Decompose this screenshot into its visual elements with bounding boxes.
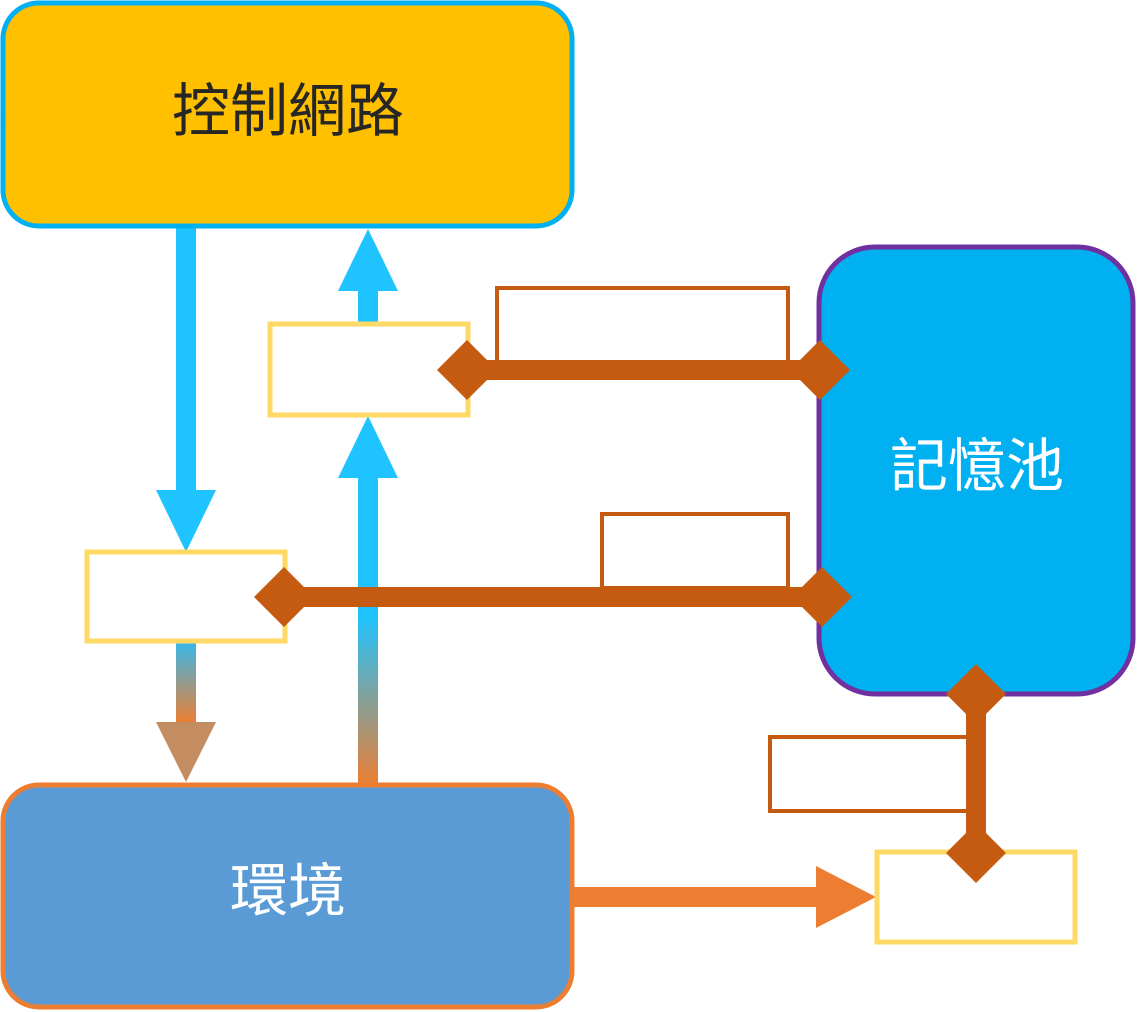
- memory-pool-label: 記憶池: [890, 432, 1064, 500]
- link-label-box-middle: [600, 512, 790, 590]
- arrow-middle-box-to-control: [338, 229, 398, 324]
- node-environment[interactable]: 環境: [0, 782, 575, 1010]
- node-control-network[interactable]: 控制網路: [0, 0, 575, 229]
- link-label-box-bottom: [768, 735, 970, 813]
- memory-link-bottom: [946, 664, 1006, 883]
- arrow-left-box-to-environment: [156, 643, 216, 782]
- memory-link-top: [437, 340, 850, 400]
- arrow-environment-to-right-box: [572, 866, 876, 928]
- control-network-label: 控制網路: [172, 77, 404, 145]
- memory-link-middle: [254, 567, 852, 627]
- arrow-control-to-left-box: [156, 226, 216, 552]
- environment-label: 環境: [230, 857, 346, 925]
- arrow-environment-to-middle-box: [338, 416, 398, 786]
- data-box-left: [84, 549, 288, 644]
- link-label-box-top: [495, 286, 790, 365]
- node-memory-pool[interactable]: 記憶池: [816, 244, 1136, 697]
